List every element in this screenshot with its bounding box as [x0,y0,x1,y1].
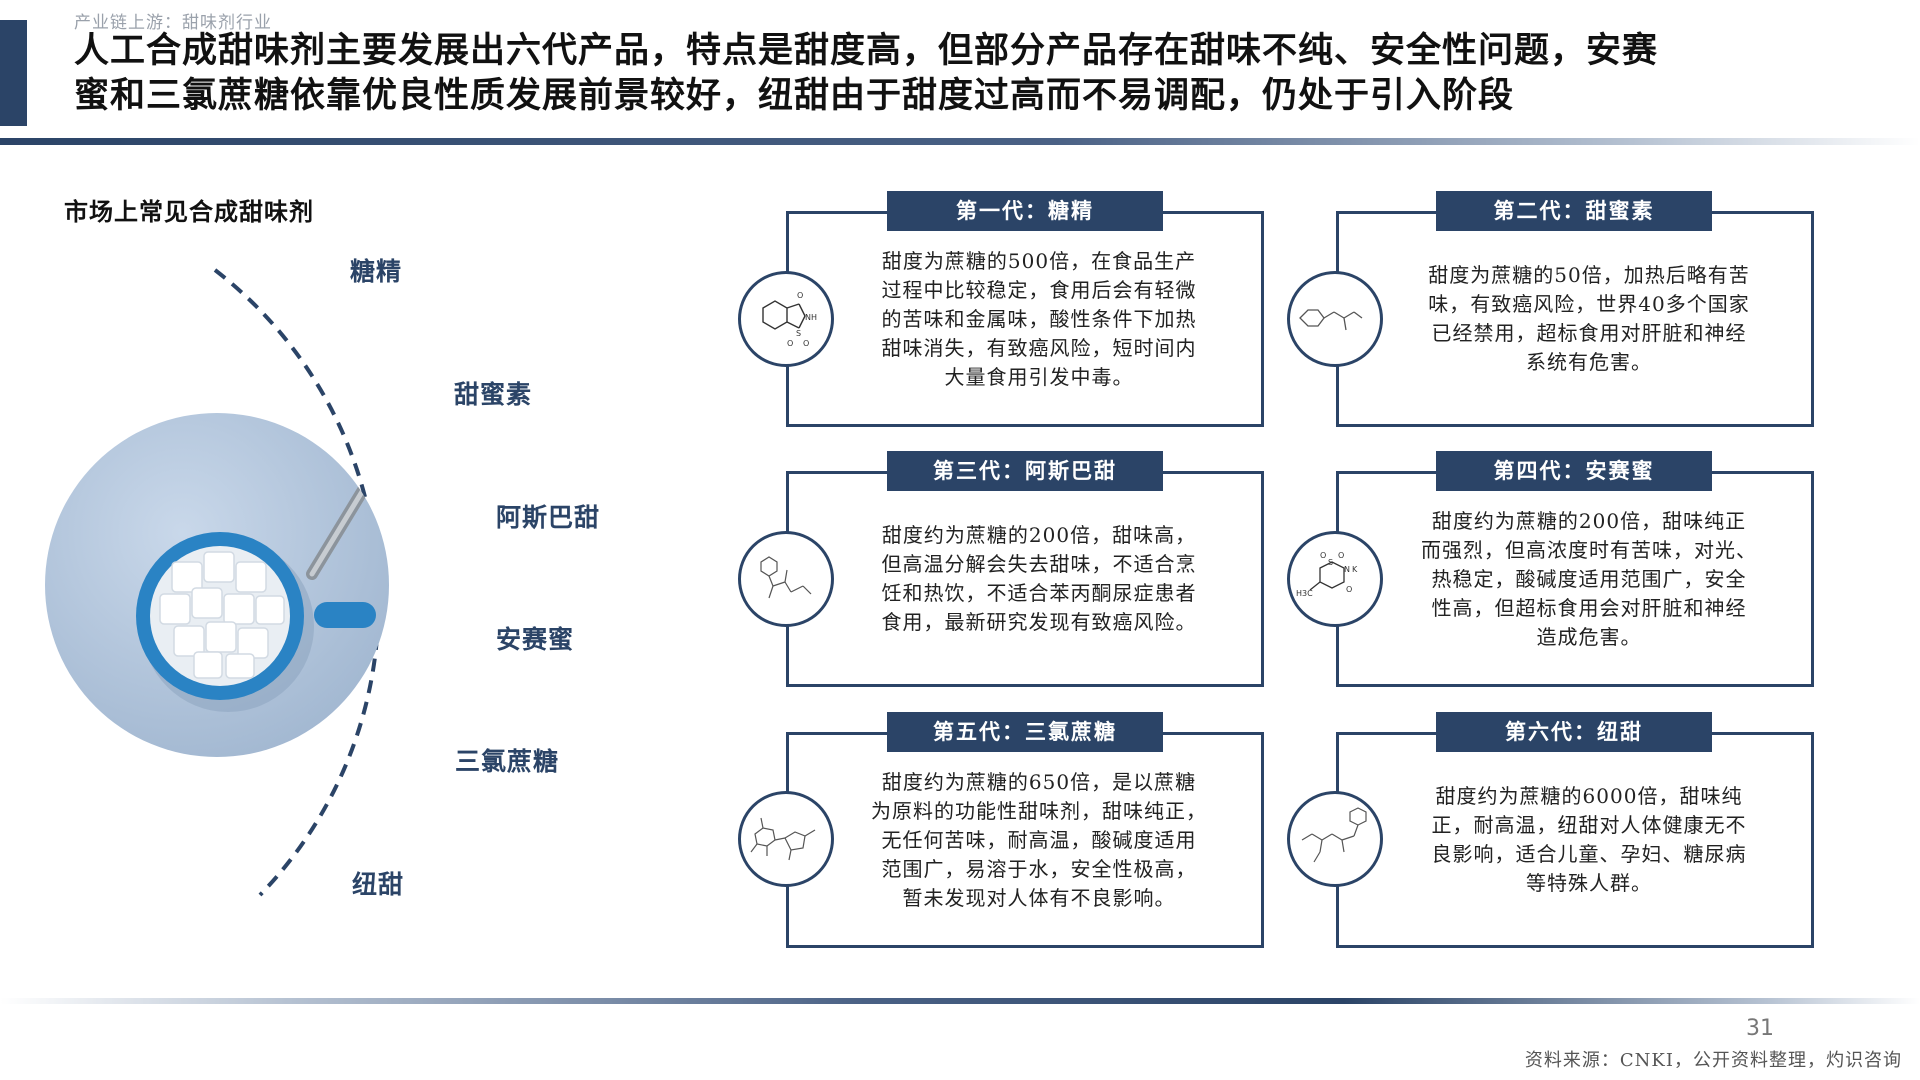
card-gen1-body: 甜度为蔗糖的500倍，在食品生产 过程中比较稳定，食用后会有轻微 的苦味和金属味… [836,247,1242,392]
card-gen3-line: 甜度约为蔗糖的200倍，甜味高， [881,523,1197,547]
cyclamate-molecule-icon [1287,271,1383,367]
card-gen6-line: 良影响，适合儿童、孕妇、糖尿病 [1431,842,1747,866]
card-gen3-body: 甜度约为蔗糖的200倍，甜味高， 但高温分解会失去甜味，不适合烹 饪和热饮，不适… [836,521,1242,637]
top-divider [0,138,1920,145]
page-headline: 人工合成甜味剂主要发展出六代产品，特点是甜度高，但部分产品存在甜味不纯、安全性问… [74,28,1874,118]
atom-label: N [1344,565,1350,574]
arc-label-aspartame: 阿斯巴甜 [496,503,601,532]
arc-label-saccharin: 糖精 [350,257,403,286]
card-gen1-title: 第一代：糖精 [887,191,1163,231]
neotame-molecule-icon [1287,791,1383,887]
card-gen3-line: 饪和热饮，不适合苯丙酮尿症患者 [881,581,1197,605]
atom-label: O [803,339,809,348]
card-gen1-line: 过程中比较稳定，食用后会有轻微 [881,278,1197,302]
atom-label: O [1346,585,1352,594]
saccharin-molecule-icon: O NH S O O [738,271,834,367]
card-gen5-line: 甜度约为蔗糖的650倍，是以蔗糖 [881,770,1197,794]
card-gen4-line: 而强烈，但高浓度时有苦味，对光、 [1421,538,1757,562]
sucralose-molecule-icon [738,791,834,887]
arc-label-sucralose: 三氯蔗糖 [455,747,560,776]
card-gen2-body: 甜度为蔗糖的50倍，加热后略有苦 味，有致癌风险，世界40多个国家 已经禁用，超… [1386,261,1792,377]
bottom-divider [0,998,1920,1004]
card-gen4-line: 性高，但超标食用会对肝脏和神经 [1431,596,1747,620]
card-gen2-line: 味，有致癌风险，世界40多个国家 [1428,292,1750,316]
card-gen4-line: 甜度约为蔗糖的200倍，甜味纯正 [1431,509,1747,533]
atom-label: O [1320,551,1326,560]
atom-label: O [797,291,803,300]
card-gen3-frame [786,471,1264,687]
source-note: 资料来源：CNKI，公开资料整理，灼识咨询 [1524,1050,1902,1071]
headline-line-1: 人工合成甜味剂主要发展出六代产品，特点是甜度高，但部分产品存在甜味不纯、安全性问… [74,30,1659,71]
arc-label-acesulfame: 安赛蜜 [496,625,575,654]
card-gen1-line: 甜味消失，有致癌风险，短时间内 [881,336,1197,360]
sugar-cubes-cup-photo [45,413,389,757]
card-gen3-line: 食用，最新研究发现有致癌风险。 [881,610,1197,634]
atom-label: K [1352,565,1358,574]
card-gen5-line: 范围广，易溶于水，安全性极高， [881,857,1197,881]
card-gen5-line: 暂未发现对人体有不良影响。 [902,886,1176,910]
card-gen2-line: 已经禁用，超标食用对肝脏和神经 [1431,321,1747,345]
card-gen6-body: 甜度约为蔗糖的6000倍，甜味纯 正，耐高温，纽甜对人体健康无不 良影响，适合儿… [1386,782,1792,898]
card-gen2-line: 系统有危害。 [1526,350,1652,374]
aspartame-molecule-icon [738,531,834,627]
card-gen1-line: 甜度为蔗糖的500倍，在食品生产 [881,249,1197,273]
card-gen5-line: 无任何苦味，耐高温，酸碱度适用 [881,828,1197,852]
atom-label: S [796,329,801,338]
atom-label: O [1338,551,1344,560]
card-gen2-line: 甜度为蔗糖的50倍，加热后略有苦 [1428,263,1750,287]
acesulfame-molecule-icon: O O S N K O H3C [1287,531,1383,627]
card-gen5-line: 为原料的功能性甜味剂，甜味纯正， [871,799,1207,823]
card-gen3-title: 第三代：阿斯巴甜 [887,451,1163,491]
left-panel-subtitle: 市场上常见合成甜味剂 [64,197,314,226]
card-gen4-title: 第四代：安赛蜜 [1436,451,1712,491]
arc-label-cyclamate: 甜蜜素 [454,380,533,409]
headline-line-2: 蜜和三氯蔗糖依靠优良性质发展前景较好，纽甜由于甜度过高而不易调配，仍处于引入阶段 [74,75,1515,116]
section-label: 产业链上游：甜味剂行业 [74,13,272,33]
card-gen6-line: 甜度约为蔗糖的6000倍，甜味纯 [1435,784,1743,808]
card-gen4-body: 甜度约为蔗糖的200倍，甜味纯正 而强烈，但高浓度时有苦味，对光、 热稳定，酸碱… [1386,507,1792,652]
atom-label: S [1328,558,1333,567]
card-gen6-line: 正，耐高温，纽甜对人体健康无不 [1431,813,1747,837]
atom-label: O [787,339,793,348]
card-gen4-frame [1336,471,1814,687]
card-gen5-body: 甜度约为蔗糖的650倍，是以蔗糖 为原料的功能性甜味剂，甜味纯正， 无任何苦味，… [826,768,1252,913]
card-gen4-line: 热稳定，酸碱度适用范围广，安全 [1431,567,1747,591]
card-gen1-line: 大量食用引发中毒。 [944,365,1134,389]
page-number: 31 [1746,1016,1774,1041]
card-gen6-frame [1336,732,1814,948]
atom-label: H3C [1296,589,1313,598]
card-gen6-line: 等特殊人群。 [1526,871,1652,895]
atom-label: NH [805,313,817,322]
card-gen4-line: 造成危害。 [1536,625,1642,649]
arc-label-neotame: 纽甜 [352,870,405,899]
card-gen3-line: 但高温分解会失去甜味，不适合烹 [881,552,1197,576]
card-gen2-title: 第二代：甜蜜素 [1436,191,1712,231]
card-gen1-line: 的苦味和金属味，酸性条件下加热 [881,307,1197,331]
card-gen5-title: 第五代：三氯蔗糖 [887,712,1163,752]
title-accent-bar [0,20,27,126]
card-gen2-frame [1336,211,1814,427]
card-gen6-title: 第六代：纽甜 [1436,712,1712,752]
